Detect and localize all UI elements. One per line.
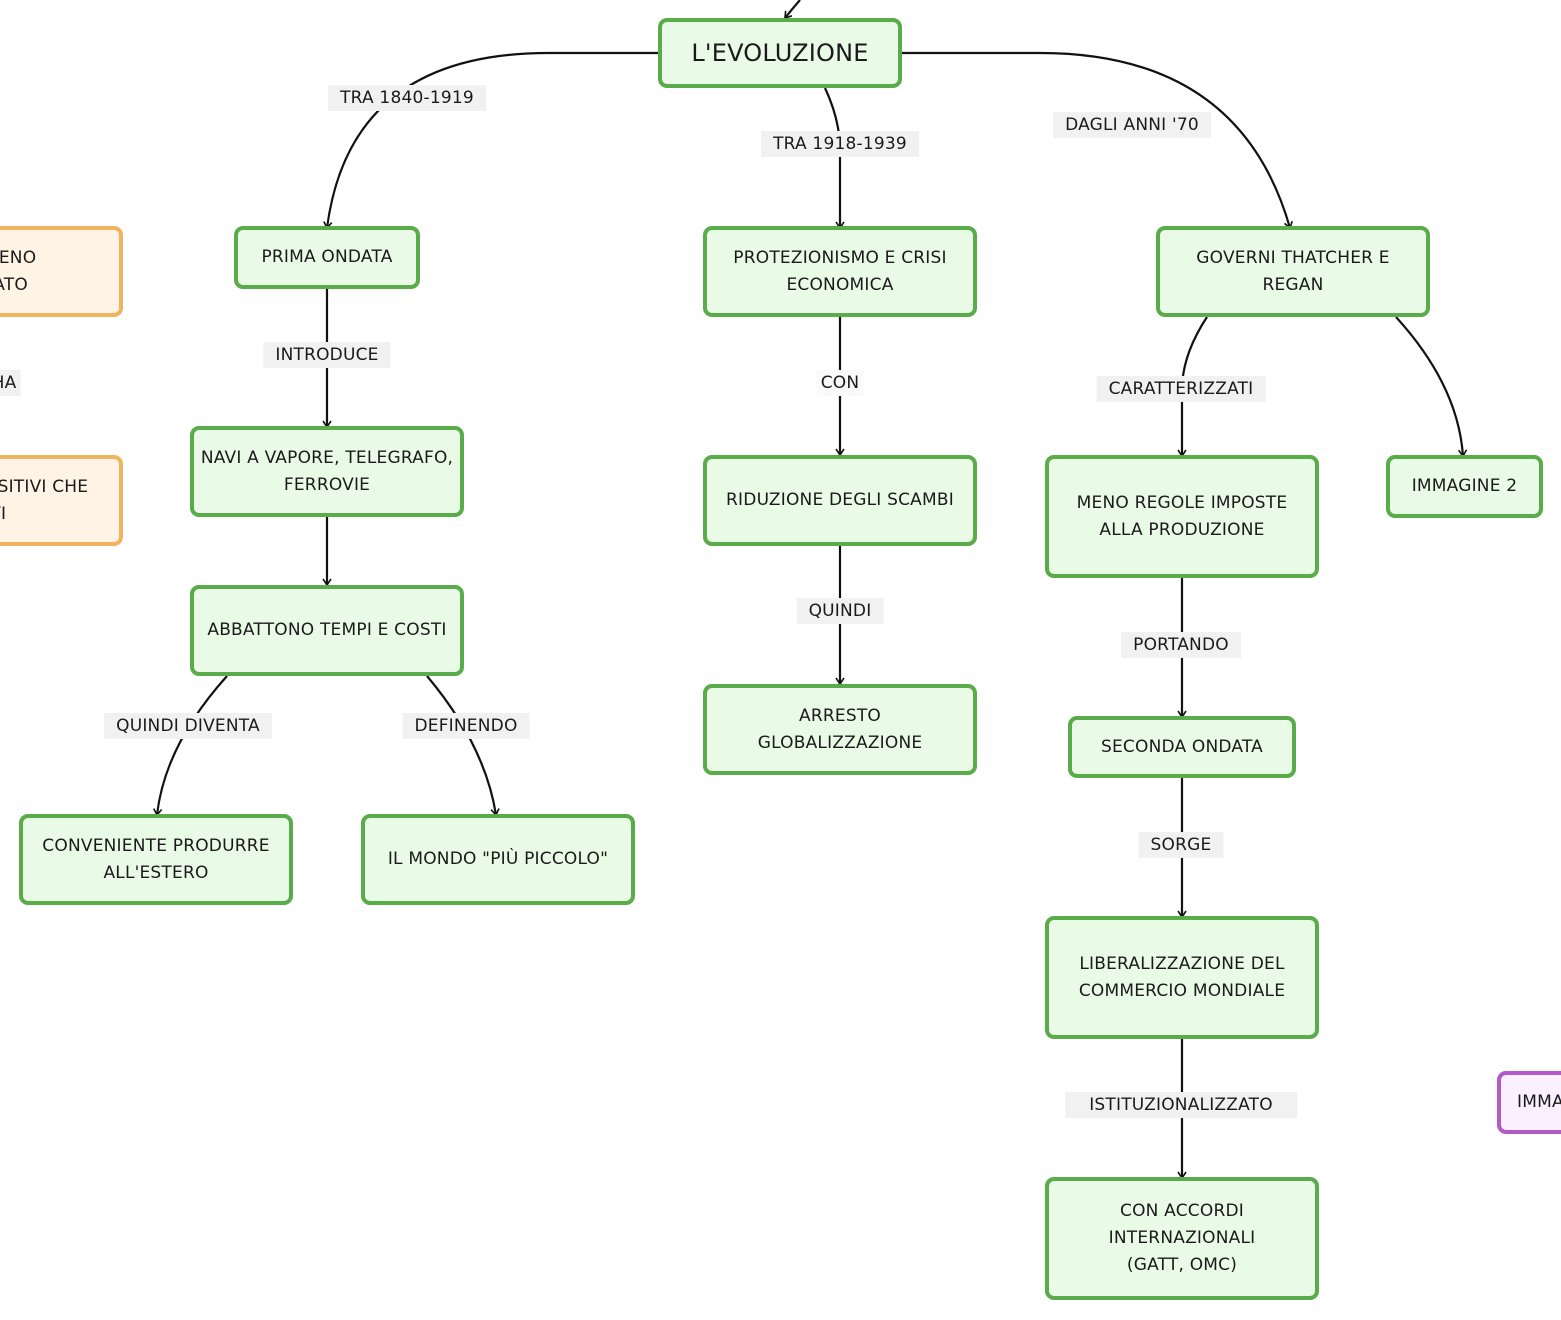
node-arresto[interactable]: ARRESTO GLOBALIZZAZIONE <box>703 684 977 775</box>
edge-incoming-root <box>784 0 801 20</box>
node-seconda-text: SECONDA ONDATA <box>1100 736 1264 757</box>
node-governi-text: GOVERNI THATCHER E REGAN <box>1196 247 1390 295</box>
node-accordi-text: CON ACCORDI INTERNAZIONALI (GATT, OMC) <box>1108 1201 1256 1275</box>
node-navi[interactable]: NAVI A VAPORE, TELEGRAFO, FERROVIE <box>190 426 464 517</box>
node-arresto-text: ARRESTO GLOBALIZZAZIONE <box>757 705 923 753</box>
node-protezionismo[interactable]: PROTEZIONISMO E CRISI ECONOMICA <box>703 226 977 317</box>
node-prima-ondata[interactable]: PRIMA ONDATA <box>234 226 420 289</box>
edge-label-dagli-70: DAGLI ANNI '70 <box>1053 112 1211 138</box>
edge-abbattono-mondo <box>426 675 500 817</box>
edge-label-tra-1840: TRA 1840-1919 <box>328 85 486 111</box>
edge-label-quindi: QUINDI <box>796 598 884 624</box>
node-mondo-text: IL MONDO "PIÙ PICCOLO" <box>387 849 609 869</box>
edge-label-sorge: SORGE <box>1138 832 1224 858</box>
node-root-evoluzione[interactable]: L'EVOLUZIONE <box>658 18 902 88</box>
partial-node-top-left-text: MENO TATO <box>0 247 37 295</box>
node-riduzione-text: RIDUZIONE DEGLI SCAMBI <box>726 490 954 510</box>
node-navi-text: NAVI A VAPORE, TELEGRAFO, FERROVIE <box>200 447 454 495</box>
node-immagine-2-text: IMMAGINE 2 <box>1411 476 1518 496</box>
partial-node-right-text: IMMA <box>1517 1092 1561 1112</box>
node-abbattono-text: ABBATTONO TEMPI E COSTI <box>207 620 447 640</box>
node-accordi[interactable]: CON ACCORDI INTERNAZIONALI (GATT, OMC) <box>1045 1177 1319 1300</box>
node-prima-ondata-text: PRIMA ONDATA <box>261 247 393 267</box>
edge-label-introduce: INTRODUCE <box>263 342 391 368</box>
edge-abbattono-conveniente <box>152 675 228 817</box>
edge-root-prima <box>323 51 658 230</box>
edge-label-istituzionalizzato: ISTITUZIONALIZZATO <box>1065 1092 1297 1118</box>
partial-node-top-left[interactable]: MENO TATO <box>0 226 123 317</box>
node-abbattono[interactable]: ABBATTONO TEMPI E COSTI <box>190 585 464 676</box>
edge-label-tra-1918: TRA 1918-1939 <box>761 131 919 157</box>
edge-root-protezionismo <box>824 87 845 230</box>
node-conveniente-text: CONVENIENTE PRODURRE ALL'ESTERO <box>42 835 270 883</box>
edge-root-governi <box>902 51 1293 230</box>
node-mondo[interactable]: IL MONDO "PIÙ PICCOLO" <box>361 814 635 905</box>
node-conveniente[interactable]: CONVENIENTE PRODURRE ALL'ESTERO <box>19 814 293 905</box>
edge-governi-immagine <box>1395 316 1468 458</box>
node-liberalizzazione-text: LIBERALIZZAZIONE DEL COMMERCIO MONDIALE <box>1078 953 1286 1001</box>
edge-label-quindi-diventa: QUINDI DIVENTA <box>104 713 272 739</box>
node-immagine-2[interactable]: IMMAGINE 2 <box>1386 455 1543 518</box>
edge-label-partial-ha: HA <box>0 370 21 396</box>
edge-label-portando: PORTANDO <box>1121 632 1241 658</box>
node-seconda-ondata[interactable]: SECONDA ONDATA <box>1068 716 1296 778</box>
node-riduzione[interactable]: RIDUZIONE DEGLI SCAMBI <box>703 455 977 546</box>
edge-label-con: CON <box>816 370 864 396</box>
edge-label-definendo: DEFINENDO <box>402 713 530 739</box>
node-protezionismo-text: PROTEZIONISMO E CRISI ECONOMICA <box>733 247 947 295</box>
partial-node-right[interactable]: IMMA <box>1497 1071 1561 1134</box>
edge-label-caratterizzati: CARATTERIZZATI <box>1096 376 1266 402</box>
node-meno-regole[interactable]: MENO REGOLE IMPOSTE ALLA PRODUZIONE <box>1045 455 1319 578</box>
node-root-text: L'EVOLUZIONE <box>691 38 869 67</box>
node-governi[interactable]: GOVERNI THATCHER E REGAN <box>1156 226 1430 317</box>
node-liberalizzazione[interactable]: LIBERALIZZAZIONE DEL COMMERCIO MONDIALE <box>1045 916 1319 1039</box>
node-meno-regole-text: MENO REGOLE IMPOSTE ALLA PRODUZIONE <box>1076 492 1288 540</box>
